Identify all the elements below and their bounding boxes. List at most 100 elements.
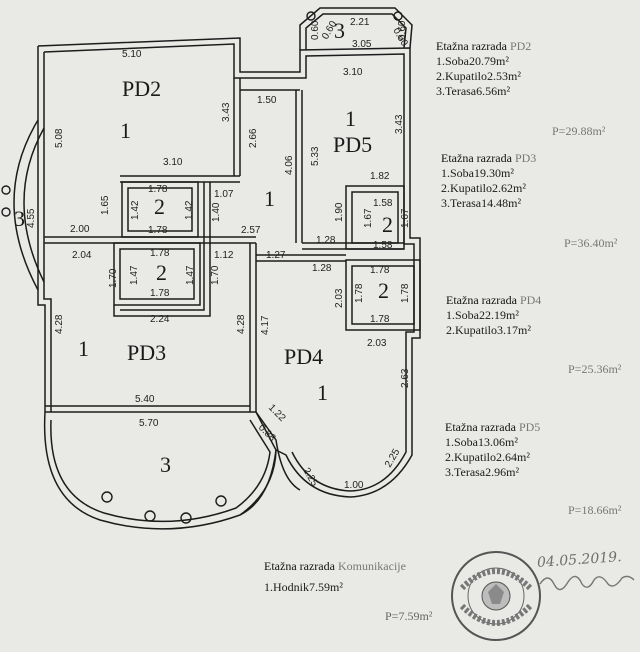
dim-label: 1.78 xyxy=(370,314,390,325)
row-name: 1.Soba xyxy=(441,166,474,180)
room-number: 1 xyxy=(78,336,89,361)
dim-label: 1.27 xyxy=(266,250,286,261)
total-pd3: P=36.40m² xyxy=(564,236,618,250)
dim-label: 1.28 xyxy=(316,235,336,246)
row-name: 3.Terasa xyxy=(441,196,482,210)
row-value: 2.96m² xyxy=(485,465,520,479)
dim-label: 1.78 xyxy=(150,248,170,259)
room-number: 2 xyxy=(156,260,167,285)
dim-label: 1.78 xyxy=(150,288,170,299)
row-value: 14.48m² xyxy=(481,196,522,210)
room-number: 2 xyxy=(154,194,165,219)
dim-label: 1.12 xyxy=(214,250,234,261)
dim-label: 1.78 xyxy=(400,283,411,303)
dim-label: 1.42 xyxy=(184,200,195,220)
dim-label: 4.17 xyxy=(260,315,271,335)
dim-label: 4.28 xyxy=(236,314,247,334)
dim-label: 3.43 xyxy=(394,114,405,134)
row-name: 2.Kupatilo xyxy=(436,69,487,83)
row-name: 3.Terasa xyxy=(445,465,486,479)
total-komunikacije: P=7.59m² xyxy=(385,609,433,623)
total-pd5: P=18.66m² xyxy=(568,503,622,517)
dim-label: 5.08 xyxy=(54,128,65,148)
room-number: 1 xyxy=(264,186,275,211)
summary-pd3: Etažna razrada PD3 1.Soba19.30m² 2.Kupat… xyxy=(441,151,631,211)
total-pd2: P=29.88m² xyxy=(552,124,606,138)
label-pd3: PD3 xyxy=(127,340,166,365)
dim-label: 0.88 xyxy=(256,422,278,444)
dim-label: 1.78 xyxy=(354,283,365,303)
row-value: 20.79m² xyxy=(469,54,509,68)
dim-label: 2.63 xyxy=(400,368,411,388)
dim-label: 1.22 xyxy=(266,402,288,424)
dim-label: 4.28 xyxy=(54,314,65,334)
row-value: 22.19m² xyxy=(479,308,519,322)
dim-label: 2.66 xyxy=(248,128,259,148)
section-title: Etažna razrada PD3 xyxy=(441,151,537,165)
row-value: 3.17m² xyxy=(497,323,531,337)
room-number: 3 xyxy=(160,452,171,477)
room-number: 1 xyxy=(120,118,131,143)
dim-label: 0.60 xyxy=(310,20,321,40)
room-number: 3 xyxy=(334,18,345,43)
dim-label: 3.10 xyxy=(343,67,363,78)
room-number: 1 xyxy=(317,380,328,405)
room-number: 2 xyxy=(382,212,393,237)
dim-label: 5.10 xyxy=(122,49,142,60)
dim-label: 2.24 xyxy=(150,314,170,325)
signature xyxy=(539,575,635,591)
row-name: 1.Soba xyxy=(445,435,478,449)
dim-label: 2.03 xyxy=(334,288,345,308)
summary-pd2: Etažna razrada PD2 1.Soba20.79m² 2.Kupat… xyxy=(436,39,626,99)
dim-label: 1.47 xyxy=(185,265,196,285)
row-name: 1.Soba xyxy=(436,54,469,68)
row-name: 1.Soba xyxy=(446,308,479,322)
row-name: 3.Terasa xyxy=(436,84,477,98)
dim-label: 1.82 xyxy=(370,171,390,182)
row-name: 2.Kupatilo xyxy=(446,323,497,337)
row-name: 2.Kupatilo xyxy=(441,181,492,195)
dim-label: 3.43 xyxy=(221,102,232,122)
dim-label: 4.06 xyxy=(284,155,295,175)
section-title: Etažna razrada Komunikacije xyxy=(264,559,406,573)
row-value: 2.53m² xyxy=(487,69,521,83)
dim-label: 2.25 xyxy=(300,466,319,489)
section-title: Etažna razrada PD4 xyxy=(446,293,542,307)
dim-label: 1.78 xyxy=(148,225,168,236)
label-pd5: PD5 xyxy=(333,132,372,157)
dim-label: 2.21 xyxy=(350,17,370,28)
dim-label: 1.58 xyxy=(373,240,393,251)
dim-label: 3.05 xyxy=(352,39,372,50)
dim-label: 2.25 xyxy=(383,447,402,470)
dim-label: 1.50 xyxy=(257,95,277,106)
official-stamp xyxy=(451,551,541,641)
dim-label: 2.00 xyxy=(70,224,90,235)
dim-label: 1.65 xyxy=(100,195,111,215)
dim-label: 1.67 xyxy=(400,208,411,228)
row-value: 19.30m² xyxy=(474,166,514,180)
dim-label: 1.42 xyxy=(130,200,141,220)
section-title: Etažna razrada PD5 xyxy=(445,420,541,434)
total-pd4: P=25.36m² xyxy=(568,362,622,376)
row-value: 2.62m² xyxy=(492,181,526,195)
dim-label: 1.28 xyxy=(312,263,332,274)
row-value: 7.59m² xyxy=(309,580,343,594)
dim-label: 1.78 xyxy=(148,184,168,195)
dim-label: 2.04 xyxy=(72,250,92,261)
dim-label: 1.90 xyxy=(334,202,345,222)
dim-label: 1.00 xyxy=(344,480,364,491)
dim-label: 1.58 xyxy=(373,198,393,209)
dim-label: 1.47 xyxy=(129,265,140,285)
dim-label: 1.70 xyxy=(108,268,119,288)
dim-label: 5.70 xyxy=(139,418,159,429)
row-value: 13.06m² xyxy=(478,435,518,449)
row-name: 2.Kupatilo xyxy=(445,450,496,464)
summary-pd5: Etažna razrada PD5 1.Soba13.06m² 2.Kupat… xyxy=(445,420,635,480)
room-number: 1 xyxy=(345,106,356,131)
dim-label: 5.33 xyxy=(310,146,321,166)
dim-label: 1.78 xyxy=(370,265,390,276)
dim-label: 1.07 xyxy=(214,189,234,200)
summary-pd4: Etažna razrada PD4 1.Soba22.19m² 2.Kupat… xyxy=(446,293,636,338)
room-number: 3 xyxy=(14,206,25,231)
